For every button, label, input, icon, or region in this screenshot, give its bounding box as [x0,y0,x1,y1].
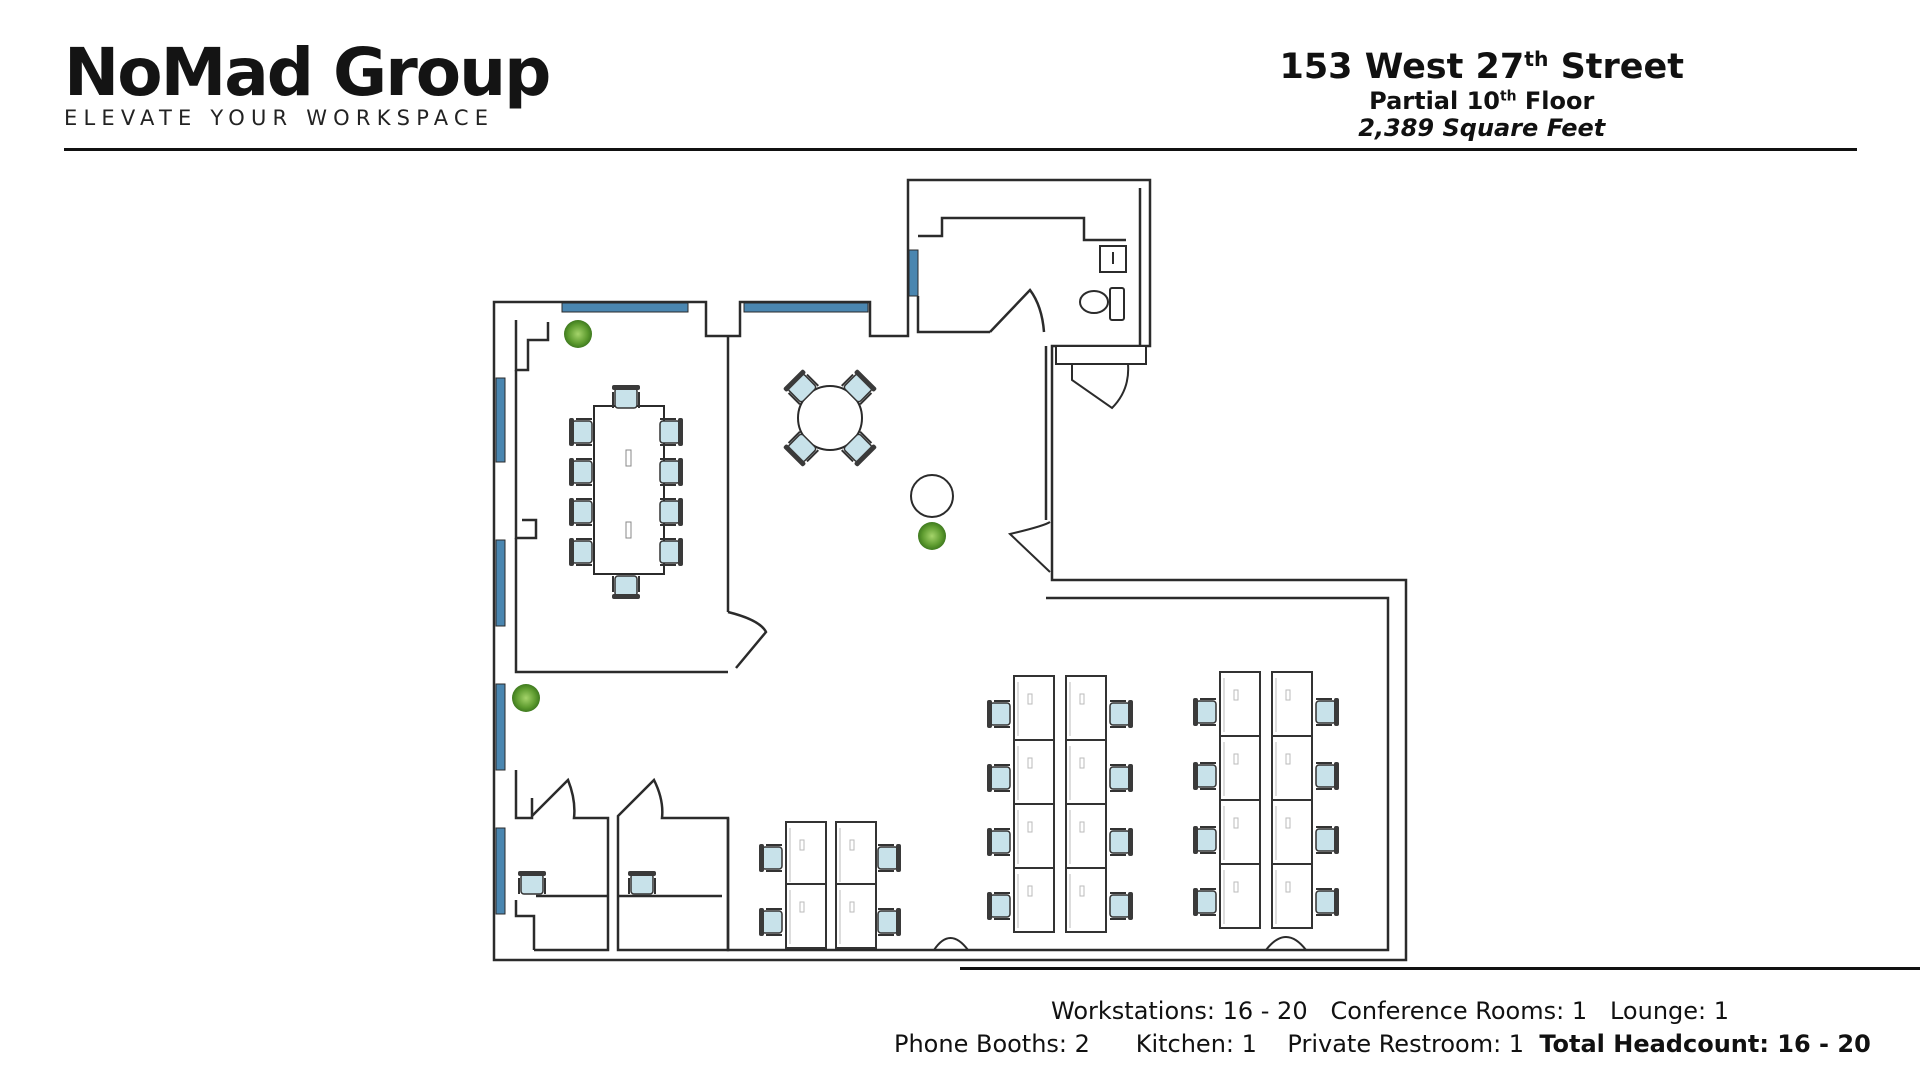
stat-conference-rooms: Conference Rooms: 1 [1330,997,1588,1025]
phone-booth-chairs [517,870,657,895]
windows [495,249,919,915]
stat-lounge: Lounge: 1 [1609,997,1730,1025]
phone-booths [514,596,1390,952]
lounge-table [781,367,954,518]
conference-room [514,336,768,674]
bottom-doors [933,936,1307,951]
street-address: 153 West 27th Street [1279,46,1684,87]
stat-total-headcount: Total Headcount: 16 - 20 [1539,1030,1871,1058]
header-divider [64,148,1857,151]
brand-name: NoMad Group [64,34,551,111]
conference-table [568,384,684,600]
stats-row-1: Workstations: 16 - 20 Conference Rooms: … [1051,997,1729,1025]
corridor-door [1007,521,1051,573]
workstation-cluster-3 [1192,671,1340,929]
brand-logo: NoMad Group ELEVATE YOUR WORKSPACE [64,34,551,131]
workstation-cluster-2 [986,675,1134,933]
stat-kitchen: Kitchen: 1 [1135,1030,1257,1058]
plants [512,320,946,712]
square-footage: 2,389 Square Feet [1358,114,1606,143]
brand-tagline: ELEVATE YOUR WORKSPACE [64,106,495,130]
footer-divider [960,967,1920,970]
kitchen [916,216,1126,334]
stats-row-2: Phone Booths: 2 Kitchen: 1 Private Restr… [894,1030,1871,1058]
workstation-cluster-1 [758,821,902,949]
restroom [1055,245,1147,410]
floor-label: Partial 10th Floor [1369,86,1595,115]
address-block: 153 West 27th Street Partial 10th Floor … [1279,48,1684,143]
stat-phone-booths: Phone Booths: 2 [894,1030,1090,1058]
stat-workstations: Workstations: 16 - 20 [1051,997,1308,1025]
stat-private-restroom: Private Restroom: 1 [1287,1030,1525,1058]
